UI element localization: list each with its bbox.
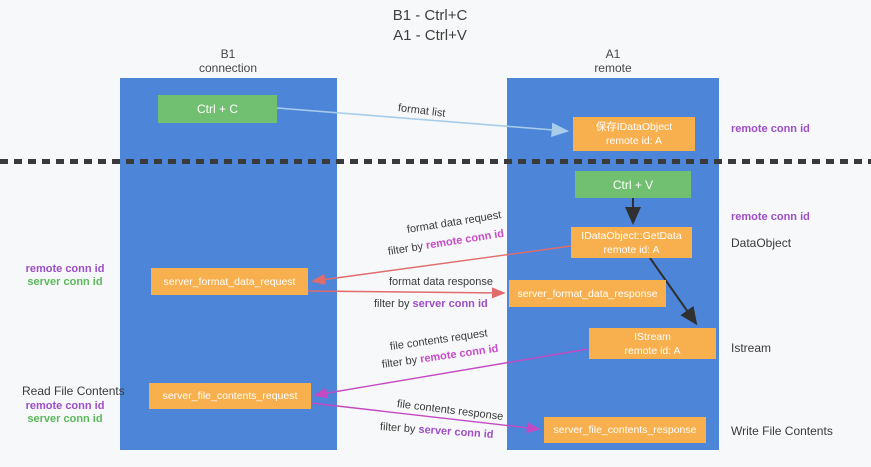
- node-getdata-line1: IDataObject::GetData: [581, 229, 682, 242]
- filter-by-text: filter by: [379, 421, 416, 436]
- node-save-idataobject-line1: 保存IDataObject: [595, 121, 673, 133]
- lane-right-title: A1: [605, 47, 621, 61]
- node-file-request-label: server_file_contents_request: [162, 390, 298, 402]
- node-server-format-data-request: server_format_data_request: [151, 268, 308, 295]
- label-left-remote-conn-id-top: remote conn id: [25, 263, 105, 275]
- node-save-idataobject: 保存IDataObject remote id: A: [573, 117, 695, 151]
- label-left-remote-conn-id-bottom: remote conn id: [25, 400, 105, 412]
- label-istream: Istream: [731, 341, 772, 355]
- node-ctrl-c-label: Ctrl + C: [196, 102, 238, 116]
- node-format-response-label: server_format_data_response: [517, 287, 658, 300]
- server-conn-id-text: server conn id: [412, 298, 488, 310]
- label-filter-by-server-1: filter by server conn id: [374, 298, 488, 310]
- node-getdata-line2: remote id: A: [603, 243, 660, 256]
- node-file-response-label: server_file_contents_response: [553, 424, 697, 436]
- diagram-title: B1 - Ctrl+C A1 - Ctrl+V: [330, 6, 530, 46]
- node-ctrl-c: Ctrl + C: [158, 95, 277, 123]
- label-file-contents-response: file contents response: [396, 398, 504, 423]
- node-istream: IStream remote id: A: [589, 328, 716, 359]
- filter-by-text: filter by: [381, 354, 418, 371]
- lane-left-title: B1: [220, 47, 236, 61]
- arrow-format-data-response: [307, 287, 506, 299]
- session-divider-dashed-line: [0, 159, 871, 164]
- node-format-request-label: server_format_data_request: [163, 275, 296, 288]
- label-left-server-conn-id-top: server conn id: [27, 276, 103, 288]
- left-conn-id-group-top: remote conn id server conn id: [15, 263, 115, 289]
- filter-by-text: filter by: [387, 240, 424, 258]
- node-ctrl-v: Ctrl + V: [575, 171, 691, 198]
- label-dataobject: DataObject: [731, 236, 792, 250]
- title-line-2: A1 - Ctrl+V: [393, 27, 467, 44]
- left-conn-id-group-bottom: remote conn id server conn id: [15, 400, 115, 426]
- node-save-idataobject-line2: remote id: A: [605, 135, 663, 147]
- title-line-1: B1 - Ctrl+C: [392, 7, 468, 24]
- node-istream-line1: IStream: [634, 330, 671, 343]
- lane-right-subtitle: remote: [594, 61, 632, 75]
- node-ctrl-v-label: Ctrl + V: [612, 177, 654, 192]
- node-server-file-contents-request: server_file_contents_request: [149, 383, 311, 409]
- label-format-list: format list: [397, 102, 447, 120]
- lane-header-left: B1 connection: [168, 47, 288, 75]
- label-right-remote-conn-id-top: remote conn id: [731, 123, 810, 135]
- filter-by-text: filter by: [374, 298, 410, 310]
- server-conn-id-text: server conn id: [418, 423, 494, 441]
- label-filter-by-server-2: filter by server conn id: [380, 421, 494, 441]
- label-right-remote-conn-id-mid: remote conn id: [731, 211, 810, 223]
- label-left-server-conn-id-bottom: server conn id: [27, 413, 103, 425]
- label-format-data-response: format data response: [389, 276, 493, 288]
- node-server-file-contents-response: server_file_contents_response: [544, 417, 706, 443]
- node-server-format-data-response: server_format_data_response: [509, 280, 666, 307]
- remote-conn-id-text: remote conn id: [425, 227, 505, 252]
- node-istream-line2: remote id: A: [624, 344, 681, 357]
- node-idataobject-getdata: IDataObject::GetData remote id: A: [571, 227, 692, 258]
- lane-header-right: A1 remote: [553, 47, 673, 75]
- lane-left-subtitle: connection: [198, 61, 258, 75]
- label-write-file-contents: Write File Contents: [731, 424, 833, 438]
- label-read-file-contents: Read File Contents: [22, 384, 125, 398]
- label-filter-by-remote-1: filter by remote conn id: [387, 228, 505, 258]
